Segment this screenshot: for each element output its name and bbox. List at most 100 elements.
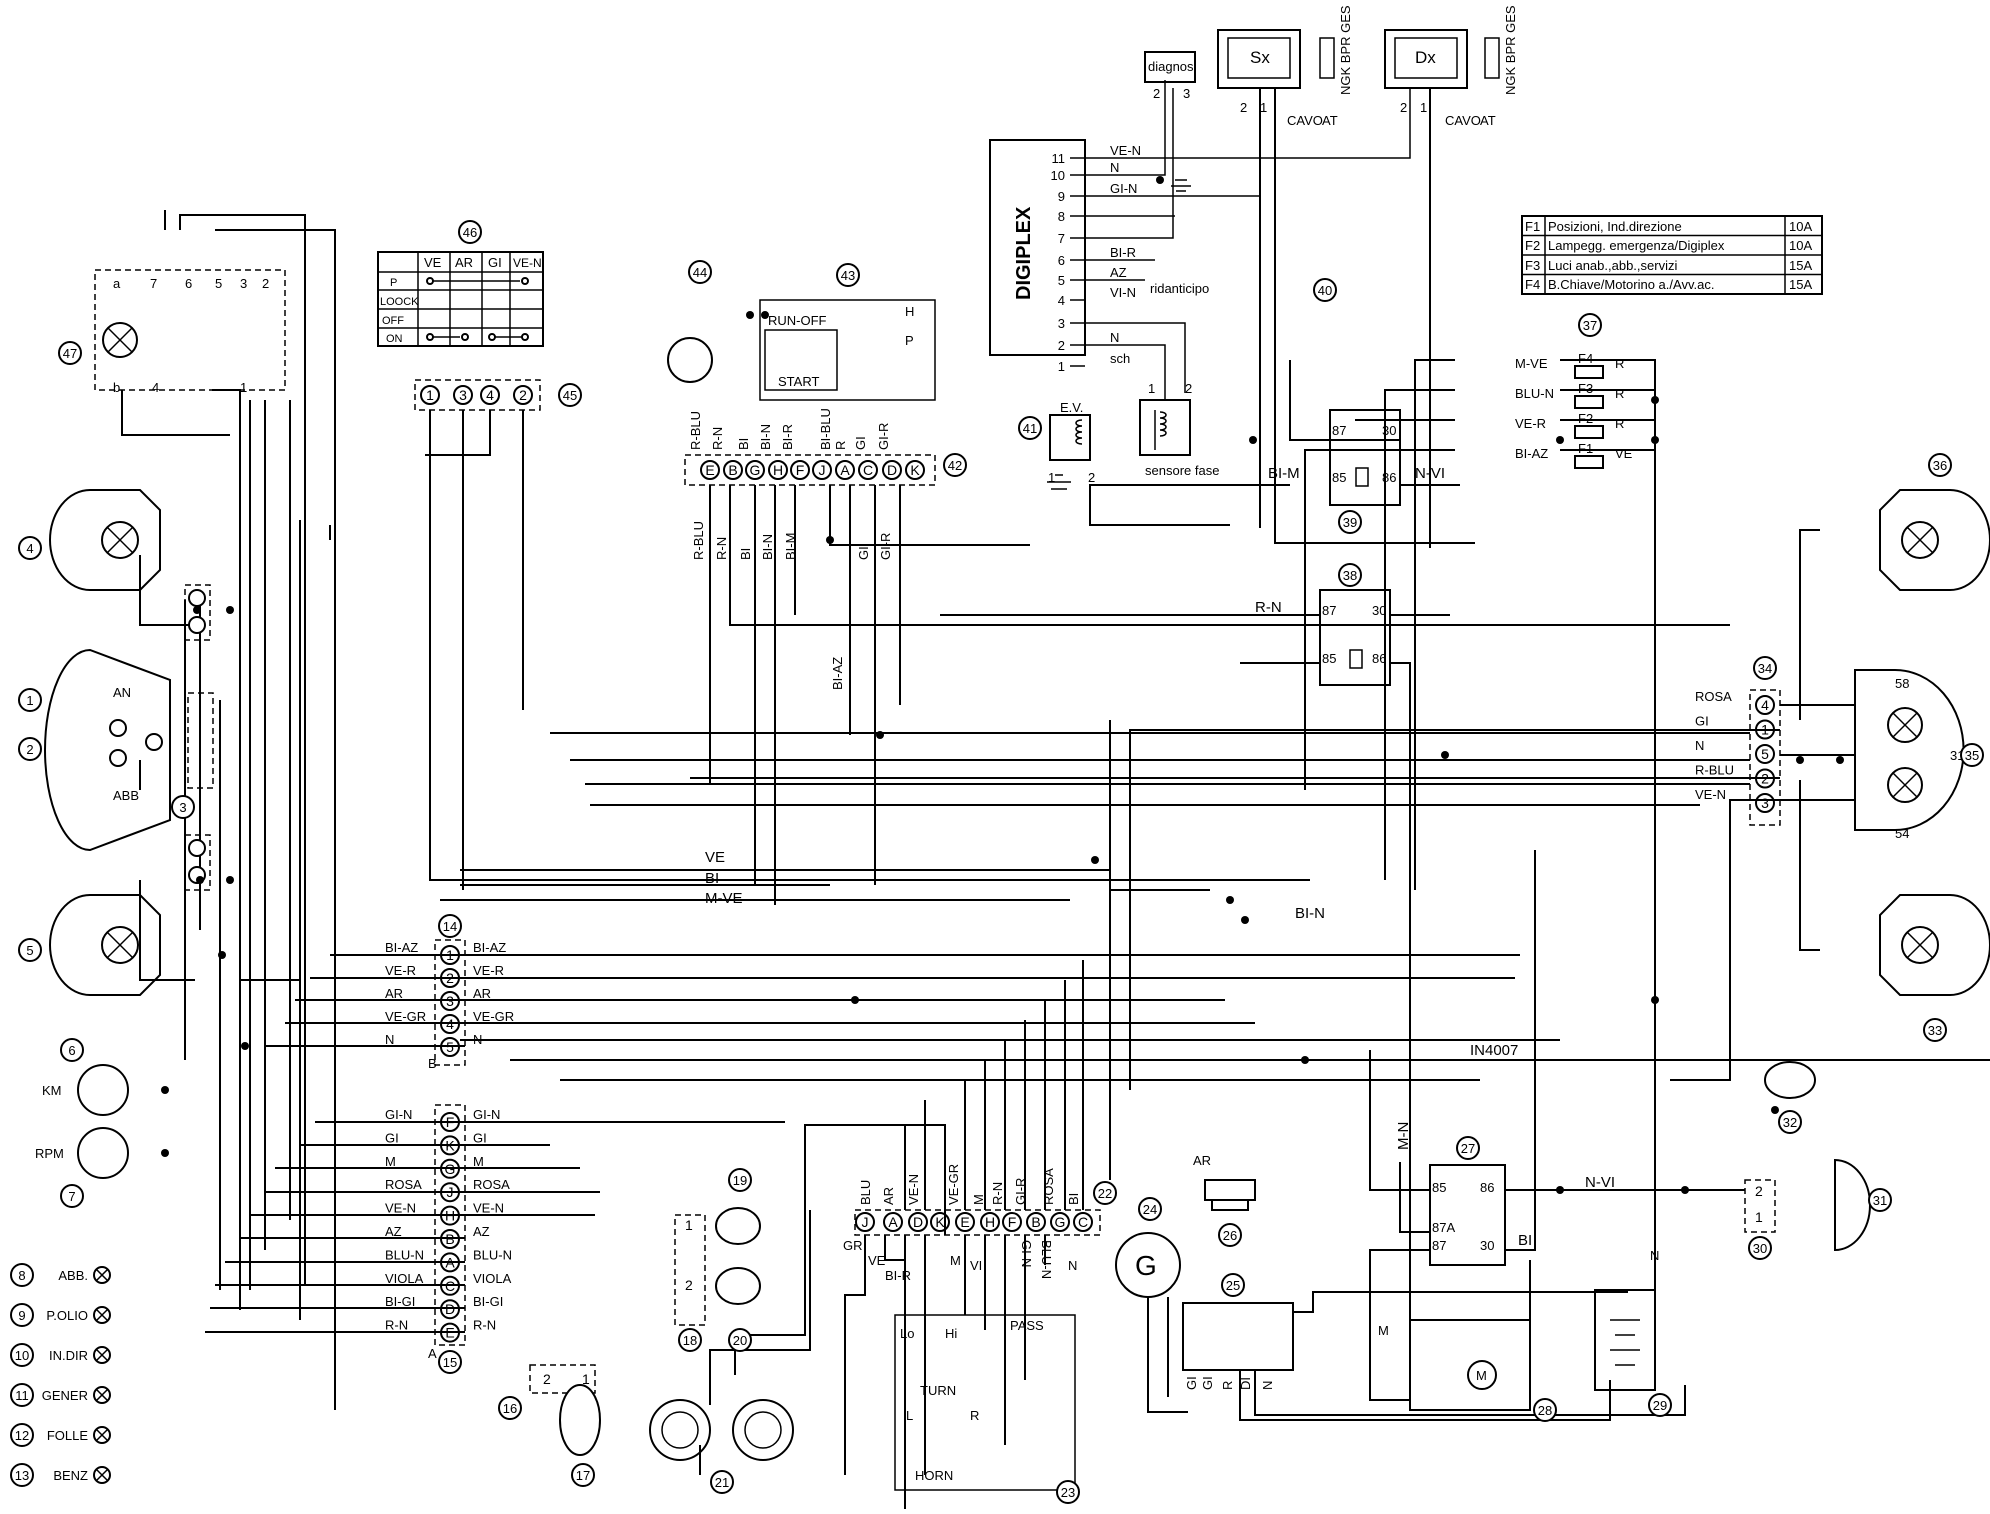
blinker-pin: 3 [240, 276, 247, 291]
callout-circle [498, 1396, 522, 1420]
sensor-16: 2 1 [529, 1364, 602, 1456]
ridanticipo-label: ridanticipo [1150, 281, 1209, 296]
callout-circle [18, 737, 42, 761]
fuse-icon [1574, 425, 1604, 439]
indicator-4 [49, 489, 161, 591]
callout-circle [1338, 510, 1362, 534]
ls-pin-label: H [985, 1214, 995, 1230]
bus-label: BI [705, 870, 719, 887]
fuse-desc: B.Chiave/Motorino a./Avv.ac. [1548, 277, 1714, 292]
dash-wire-right: R-N [473, 1318, 496, 1333]
callout-number: 19 [733, 1173, 747, 1188]
callout-number: 11 [15, 1388, 29, 1403]
relay-pin: 86 [1480, 1180, 1494, 1195]
ls-pin-label: F [1008, 1214, 1017, 1230]
dash-wire-left: BI-GI [385, 1294, 415, 1309]
junctions [161, 176, 1844, 1194]
callout-number: 22 [1098, 1186, 1112, 1201]
relay-pin: 30 [1372, 603, 1386, 618]
digiplex-pin: 8 [1058, 209, 1065, 224]
fuse-wire-in: M-VE [1515, 356, 1548, 371]
hb-pin [882, 460, 902, 480]
km-gauge: KM [42, 1064, 129, 1116]
headlamp-front: AN ABB [44, 648, 171, 852]
rear-pin [1755, 695, 1775, 715]
hb-pin-label: E [705, 462, 714, 478]
fuse-id: F4 [1525, 277, 1540, 292]
r-label: R [970, 1408, 979, 1423]
motor-icon [1467, 1360, 1497, 1390]
ev-valve: E.V. 1 2 [1048, 400, 1095, 485]
switch-icon [1764, 1061, 1816, 1099]
battery: N [1594, 1248, 1659, 1391]
switch-icon [559, 1384, 602, 1456]
callout-number: 13 [15, 1468, 29, 1483]
ls-wire: VE [868, 1253, 886, 1268]
pin: 2 [685, 1277, 693, 1293]
coil-name: Dx [1415, 48, 1436, 67]
fuse-desc: Lampegg. emergenza/Digiplex [1548, 238, 1725, 253]
callout-number: 45 [563, 388, 577, 403]
callout-circle [18, 938, 42, 962]
reg-pin: R [1220, 1381, 1235, 1390]
indicator-33 [1879, 894, 1990, 996]
digiplex-pin: 6 [1058, 253, 1065, 268]
lamp-pin: 54 [1895, 826, 1909, 841]
ls-pin-label: J [862, 1214, 869, 1230]
dash-wire-left: VE-N [385, 1201, 416, 1216]
ls-pin [908, 1212, 928, 1232]
callout-circle [943, 453, 967, 477]
callout-number: 12 [15, 1428, 29, 1443]
ls-pin [1050, 1212, 1070, 1232]
relay-pin: 86 [1372, 651, 1386, 666]
relay-pin: 30 [1480, 1238, 1494, 1253]
horn-icon [649, 1399, 711, 1461]
p-label: P [905, 333, 914, 348]
callout-circle [458, 220, 482, 244]
fuse-wire-in: BLU-N [1515, 386, 1554, 401]
callout-circle [1093, 1181, 1117, 1205]
plug-type: NGK BPR GES [1338, 5, 1353, 95]
warning-lamp-label: BENZ [53, 1468, 88, 1483]
callout-number: 37 [1583, 318, 1597, 333]
switch-icon [715, 1207, 761, 1245]
rear-wire: GI [1695, 714, 1709, 729]
dash-wire-left: BI-AZ [385, 940, 418, 955]
dash-wire-right: BI-GI [473, 1294, 503, 1309]
ign-header: VE [424, 255, 442, 270]
tail-lamp-icon [1854, 669, 1965, 831]
hb-pin-label: K [910, 462, 920, 478]
dash-wire-left: VE-R [385, 963, 416, 978]
digiplex-pin: 3 [1058, 316, 1065, 331]
relay-pin: 87 [1432, 1238, 1446, 1253]
callout-number: 35 [1965, 748, 1979, 763]
callout-number: 7 [68, 1189, 75, 1204]
sensor-label: sensore fase [1145, 463, 1219, 478]
digiplex-wire: AZ [1110, 265, 1127, 280]
ls-pin-label: C [1078, 1214, 1088, 1230]
hb-wire: BI-AZ [830, 657, 845, 690]
pass-label: PASS [1010, 1318, 1044, 1333]
ev-pin: 1 [1048, 470, 1055, 485]
callout-number: 38 [1343, 568, 1357, 583]
callout-circle [1648, 1393, 1672, 1417]
dash-wire-left: GI [385, 1130, 399, 1145]
digiplex-pin: 11 [1052, 151, 1066, 166]
fuse-icon [1574, 395, 1604, 409]
digiplex-pin: 4 [1058, 293, 1065, 308]
callout-number: 5 [26, 943, 33, 958]
blinker-pin: 1 [240, 380, 247, 395]
blinker-pin: a [113, 276, 121, 291]
dash-wire-left: AZ [385, 1224, 402, 1239]
callout-circle [1748, 1236, 1772, 1260]
callout-number: 27 [1461, 1141, 1475, 1156]
hb-wire: BI-N [760, 534, 775, 560]
m-label: M [1378, 1323, 1389, 1338]
hb-wire: BI-N [758, 424, 773, 450]
switch-32 [1764, 1061, 1816, 1099]
ls-wire: N [1068, 1258, 1077, 1273]
diode-code: IN4007 [1470, 1042, 1518, 1059]
